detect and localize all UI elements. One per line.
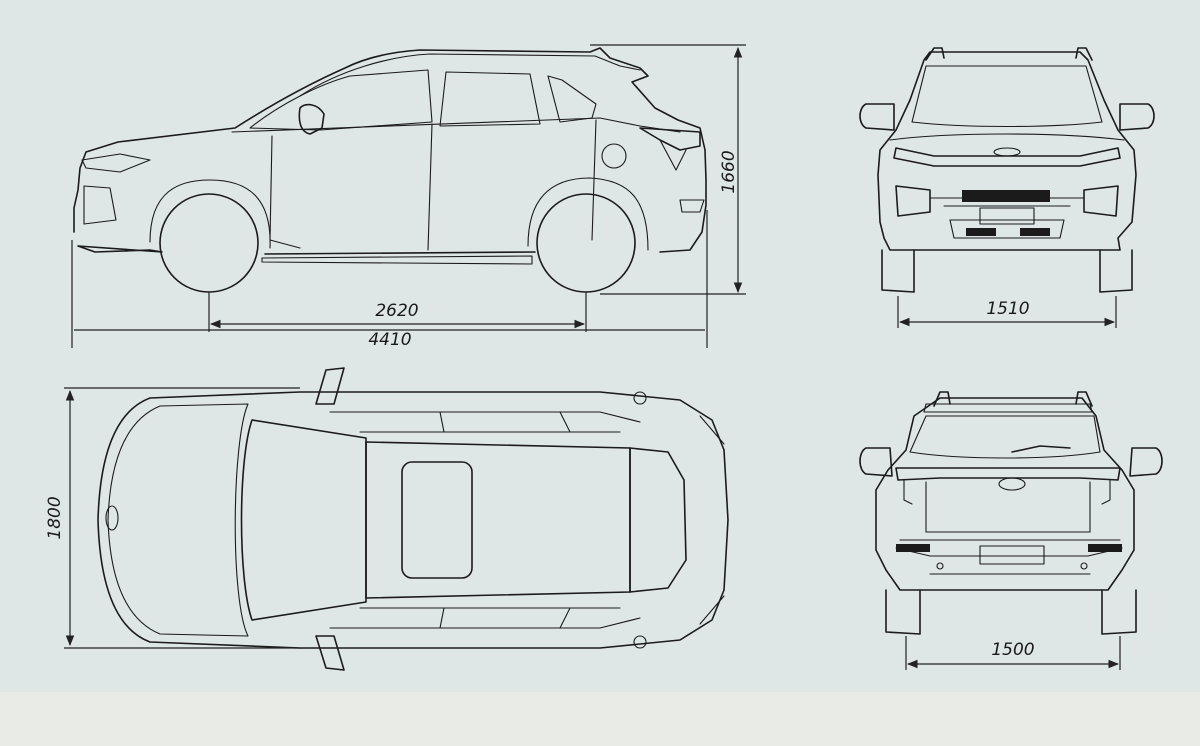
- sheet-background: [0, 0, 1200, 692]
- bottom-band: [0, 692, 1200, 746]
- front-view-dimensions: 1510: [897, 296, 1117, 328]
- rear-track-dimension-label: 1500: [991, 640, 1034, 660]
- front-left-mirror: [859, 103, 895, 131]
- top-right-mirror: [315, 635, 345, 671]
- rear-window: [909, 415, 1101, 459]
- front-left-tire: [881, 249, 915, 293]
- top-emblem: [105, 505, 119, 531]
- top-view: [97, 367, 729, 671]
- height-dimension-label: 1660: [719, 150, 739, 193]
- side-body-outline: [73, 47, 707, 255]
- front-track-dimension-label: 1510: [986, 299, 1029, 319]
- side-mirror: [298, 103, 325, 135]
- rear-view: [859, 391, 1163, 635]
- top-body-outline: [97, 391, 729, 649]
- rear-view-dimensions: 1500: [905, 636, 1121, 670]
- width-dimension-label: 1800: [45, 496, 65, 539]
- rear-left-tire: [885, 589, 921, 635]
- front-view: [859, 47, 1155, 293]
- length-dimension-label: 4410: [368, 330, 411, 350]
- top-sunroof: [401, 461, 473, 579]
- rear-right-tire: [1101, 589, 1137, 635]
- rear-license-plate: [979, 545, 1045, 565]
- blueprint-sheet: 1660 2620 4410: [0, 0, 1200, 692]
- top-left-mirror: [315, 367, 345, 405]
- rear-emblem: [998, 477, 1026, 491]
- front-right-mirror: [1119, 103, 1155, 131]
- rear-body-outline: [875, 397, 1135, 591]
- side-windows: [249, 69, 597, 131]
- rear-left-mirror: [859, 447, 893, 477]
- side-view-dimensions: 1660 2620 4410: [71, 44, 746, 350]
- top-view-dimensions: 1800: [45, 387, 300, 649]
- side-view: [73, 47, 707, 293]
- wheelbase-dimension-label: 2620: [375, 301, 418, 321]
- rear-right-mirror: [1129, 447, 1163, 477]
- front-body-outline: [877, 51, 1137, 251]
- front-right-tire: [1099, 249, 1133, 293]
